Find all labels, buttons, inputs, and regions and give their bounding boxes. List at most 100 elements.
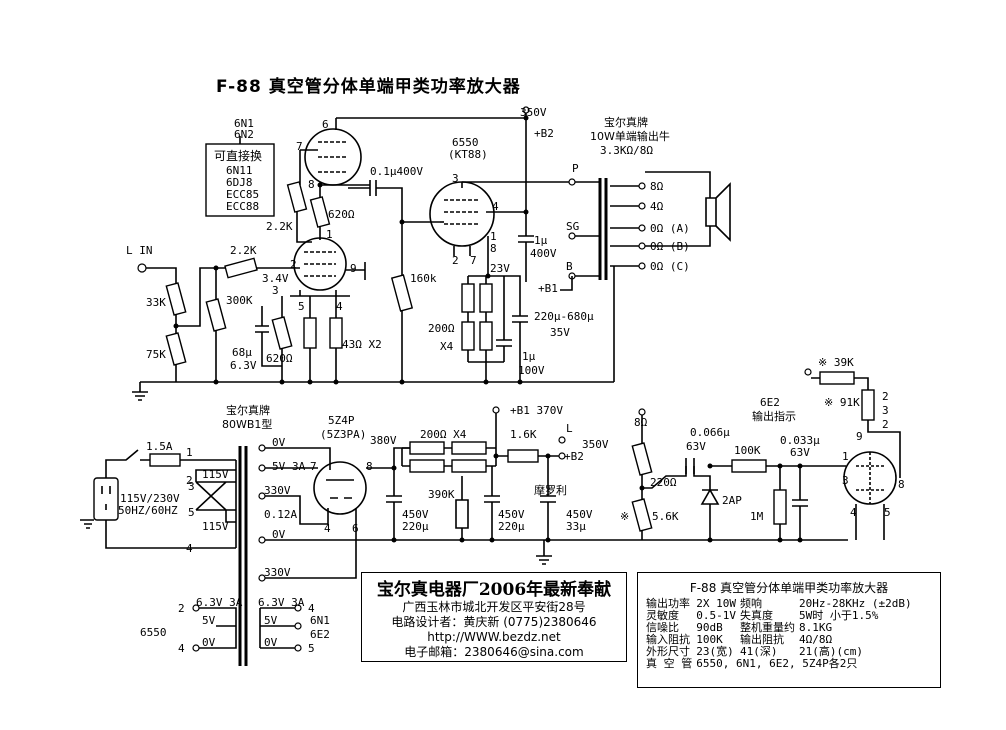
resistor-2k2-upper — [286, 181, 308, 213]
table-row: 输入阻抗 100K 输出阻抗 4Ω/8Ω — [646, 634, 916, 646]
spec-cell: 输出阻抗 — [740, 633, 784, 646]
pin-number: 5 — [308, 642, 315, 655]
component-labels: 6N1 6N2 可直接换 6N11 6DJ8 ECC85 ECC88 6550 … — [118, 106, 860, 649]
tap-8-terminal[interactable] — [638, 182, 646, 190]
pin-number: 1 — [326, 228, 333, 241]
resistor-200-a — [461, 283, 475, 313]
spec-cell: 灵敏度 — [646, 609, 679, 622]
indicator-ground-wires — [855, 504, 885, 540]
pin-number: 8 — [490, 242, 497, 255]
c-220b-label: 220μ — [498, 520, 525, 533]
pin-number: 8 — [308, 178, 315, 191]
coupling-cap — [348, 180, 440, 223]
credit-line-2: 广西玉林市城北开发区平安街28号 — [402, 600, 586, 614]
r-620-label: 620Ω — [328, 208, 355, 221]
heater-5v-label: 5V — [202, 614, 216, 627]
pin-number: 3 — [272, 284, 279, 297]
r-220-label: 220Ω — [650, 476, 677, 489]
r-300k-label: 300K — [226, 294, 253, 307]
r-39k-label: ※ 39K — [818, 356, 854, 369]
heater-0v-label: 0V — [202, 636, 216, 649]
input-jack[interactable] — [137, 263, 147, 273]
b1-voltage-label: +B1 370V — [510, 404, 563, 417]
pin-number: 8 — [898, 478, 905, 491]
c-1u-label: 1μ — [534, 234, 548, 247]
tap-0c-terminal[interactable] — [638, 262, 646, 270]
heater-pin-2 — [192, 604, 200, 612]
rectifier-elements — [326, 479, 354, 499]
mains-socket[interactable] — [93, 477, 119, 521]
pin-number: 4 — [178, 642, 185, 655]
output-pin-wires — [453, 236, 489, 276]
r-8-label: 8Ω — [634, 416, 648, 429]
spec-cell: 整机重量约 — [740, 621, 795, 634]
r-390k-label: 390K — [428, 488, 455, 501]
resistor-1k6 — [507, 449, 539, 463]
spec-cell: 90dB — [696, 621, 723, 634]
tap-4-label: 4Ω — [650, 200, 664, 213]
pin-number: 2 — [882, 418, 889, 431]
c-1u-v-label: 400V — [530, 247, 557, 260]
tube1-label-b: 6N2 — [234, 128, 254, 141]
rect-heater-wires — [265, 447, 331, 470]
heater-6e2-label: 6E2 — [310, 628, 330, 641]
resistor-8 — [631, 442, 653, 476]
v-350b-label: 350V — [582, 438, 609, 451]
sec-5v-terminal — [258, 464, 266, 472]
c-1u-b-label: 1μ — [522, 350, 536, 363]
spec-cell: 真 空 管 — [646, 657, 693, 670]
heater-0vb-label: 0V — [264, 636, 278, 649]
resistor-200-d — [479, 321, 493, 351]
r-160k-label: 160k — [410, 272, 437, 285]
pin-number: 5 — [298, 300, 305, 313]
r-43-label: 43Ω X2 — [342, 338, 382, 351]
pin-number: 2 — [452, 254, 459, 267]
ind-input-terminal[interactable] — [638, 408, 646, 416]
c-220-680v-label: 35V — [550, 326, 570, 339]
speaker-icon — [705, 182, 731, 242]
resistor-43-b — [329, 317, 343, 349]
input-wire — [146, 267, 177, 284]
cathode-bar — [290, 290, 350, 297]
resistor-200x4-c — [451, 441, 487, 455]
c-68-label: 68μ — [232, 346, 252, 359]
pin-numbers: 6 7 8 1 2 3 5 4 9 3 4 1 8 2 7 1 2 3 4 5 … — [178, 118, 905, 655]
ot-p-label: P — [572, 162, 579, 175]
r-100k-label: 100K — [734, 444, 761, 457]
ind-b2-terminal — [804, 368, 812, 376]
r-5k6-label: 5.6K — [652, 510, 679, 523]
credit-line-5[interactable]: 电子邮箱：2380646@sina.com — [404, 645, 584, 659]
spec-cell: 输出功率 — [646, 597, 690, 610]
resistor-5k6 — [631, 498, 653, 532]
resistor-160k — [390, 274, 414, 312]
resistor-2k2-lower — [224, 257, 258, 279]
pin-number: 3 — [188, 480, 195, 493]
c-moroli-label: 摩罗利 — [534, 483, 567, 497]
pin-number: 6 — [352, 522, 359, 535]
sec-0vb-label: 0V — [272, 528, 286, 541]
resistor-43-wires — [309, 296, 337, 382]
junction-dots — [173, 115, 803, 543]
ot-secondary-wires — [610, 185, 640, 267]
indicator-elements — [856, 452, 884, 504]
table-row: 信噪比 90dB 整机重量约 8.1KG — [646, 622, 916, 634]
replace-title: 可直接换 — [214, 148, 262, 163]
credit-line-4[interactable]: http://WWW.bezdz.net — [427, 630, 561, 644]
tap-0b-terminal[interactable] — [638, 242, 646, 250]
b2-out-terminal-b — [558, 452, 566, 460]
pin-number: 4 — [324, 522, 331, 535]
tap-0b-label: 0Ω (B) — [650, 240, 690, 253]
output-plate-wire — [461, 181, 570, 188]
tap-4-terminal[interactable] — [638, 202, 646, 210]
spec-cell: 100K — [696, 633, 723, 646]
r-2k2-lower-label: 2.2K — [230, 244, 257, 257]
tap-0a-terminal[interactable] — [638, 224, 646, 232]
r-91k-label: ※ 91K — [824, 396, 860, 409]
replace-box — [205, 143, 275, 217]
heater-5vb-label: 5V — [264, 614, 278, 627]
tube1-label-a: 6N1 — [234, 117, 254, 130]
cap-68u — [255, 306, 283, 382]
pin-number: 5 — [884, 506, 891, 519]
ot-brand: 宝尔真牌 — [604, 115, 648, 129]
